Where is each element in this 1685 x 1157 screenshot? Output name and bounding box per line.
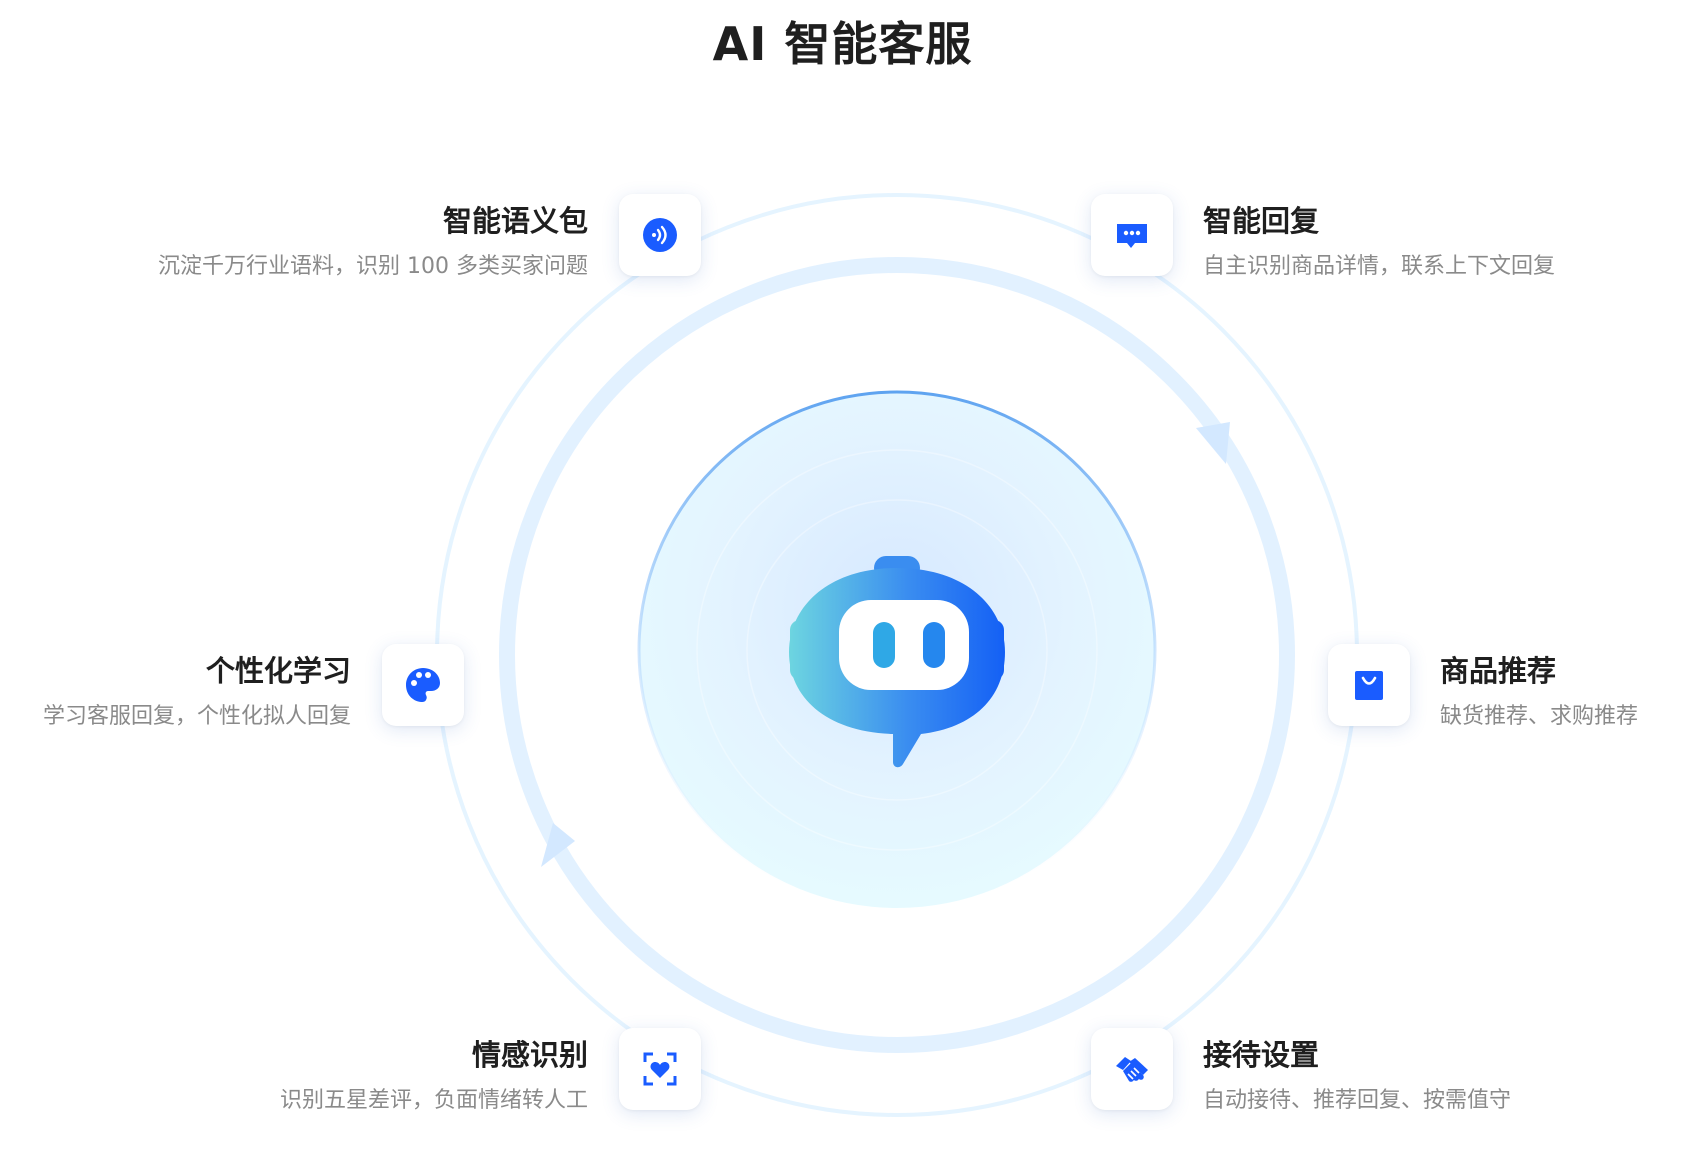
feature-title-emotion: 情感识别 <box>471 1038 588 1072</box>
ring-arrow-left <box>541 823 575 867</box>
chat-bubble-icon <box>1117 224 1147 248</box>
palette-icon <box>406 668 440 702</box>
feature-tile-emotion[interactable] <box>619 1028 701 1110</box>
feature-desc-semantic: 沉淀千万行业语料，识别 100 多类买家问题 <box>158 254 588 279</box>
feature-title-recommend: 商品推荐 <box>1440 654 1557 688</box>
page-title: AI 智能客服 <box>712 17 973 71</box>
middle-ring <box>499 257 1295 1053</box>
feature-title-reception: 接待设置 <box>1203 1038 1320 1072</box>
heart-scan-icon <box>643 1052 677 1086</box>
feature-tile-reception[interactable] <box>1091 1028 1173 1110</box>
shopping-bag-icon <box>1355 671 1383 700</box>
robot-chat-icon <box>789 556 1005 768</box>
feature-tile-learn[interactable] <box>382 644 464 726</box>
feature-desc-reply: 自主识别商品详情，联系上下文回复 <box>1203 254 1556 279</box>
feature-desc-emotion: 识别五星差评，负面情绪转人工 <box>279 1088 588 1113</box>
ring-arrow-right <box>1196 422 1230 464</box>
feature-title-learn: 个性化学习 <box>205 654 351 688</box>
feature-tile-semantic[interactable] <box>619 194 701 276</box>
feature-tile-recommend[interactable] <box>1328 644 1410 726</box>
feature-title-reply: 智能回复 <box>1203 204 1320 238</box>
feature-title-semantic: 智能语义包 <box>442 204 588 238</box>
handshake-icon <box>1116 1057 1148 1082</box>
feature-desc-recommend: 缺货推荐、求购推荐 <box>1440 704 1639 729</box>
voice-wave-icon <box>643 218 677 252</box>
feature-desc-learn: 学习客服回复，个性化拟人回复 <box>42 704 351 729</box>
feature-tile-reply[interactable] <box>1091 194 1173 276</box>
feature-desc-reception: 自动接待、推荐回复、按需值守 <box>1203 1088 1512 1113</box>
